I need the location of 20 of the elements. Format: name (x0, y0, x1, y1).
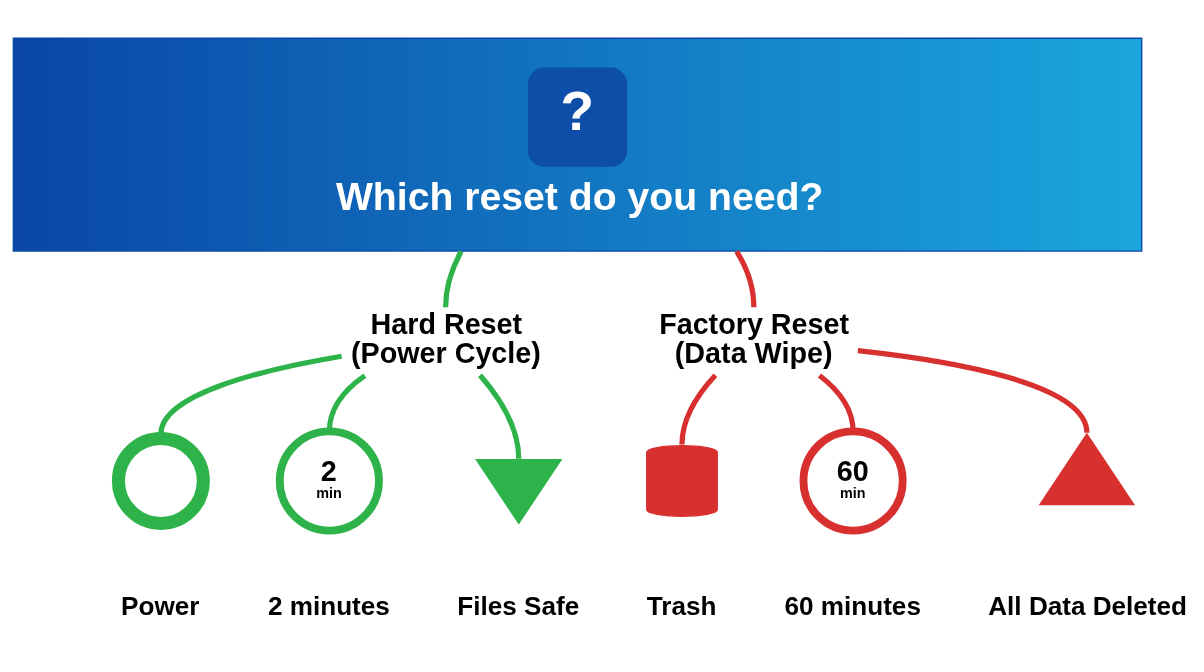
connector (857, 348, 1090, 434)
connector (443, 250, 464, 308)
connector (679, 373, 718, 445)
node-picture (111, 432, 210, 530)
node-label: Power (121, 591, 200, 622)
node-label: Files Safe (457, 591, 580, 622)
node-label: Trash (646, 591, 717, 622)
node-text: Hard Reset (Power Cycle) (350, 308, 541, 369)
node-text: Factory Reset (Data Wipe) (659, 308, 850, 369)
connector (734, 250, 757, 308)
node-circle: 60 min (799, 427, 907, 535)
node-circle: 2 min (275, 427, 383, 535)
node-box: ? Which reset do you need? (12, 37, 1143, 252)
node-label: All Data Deleted (988, 591, 1188, 622)
node-picture (475, 459, 563, 525)
connector (158, 353, 343, 435)
node-picture (1038, 432, 1136, 506)
node-label: 2 minutes (267, 591, 390, 622)
connector (478, 373, 522, 459)
node-label: 60 minutes (784, 591, 921, 622)
